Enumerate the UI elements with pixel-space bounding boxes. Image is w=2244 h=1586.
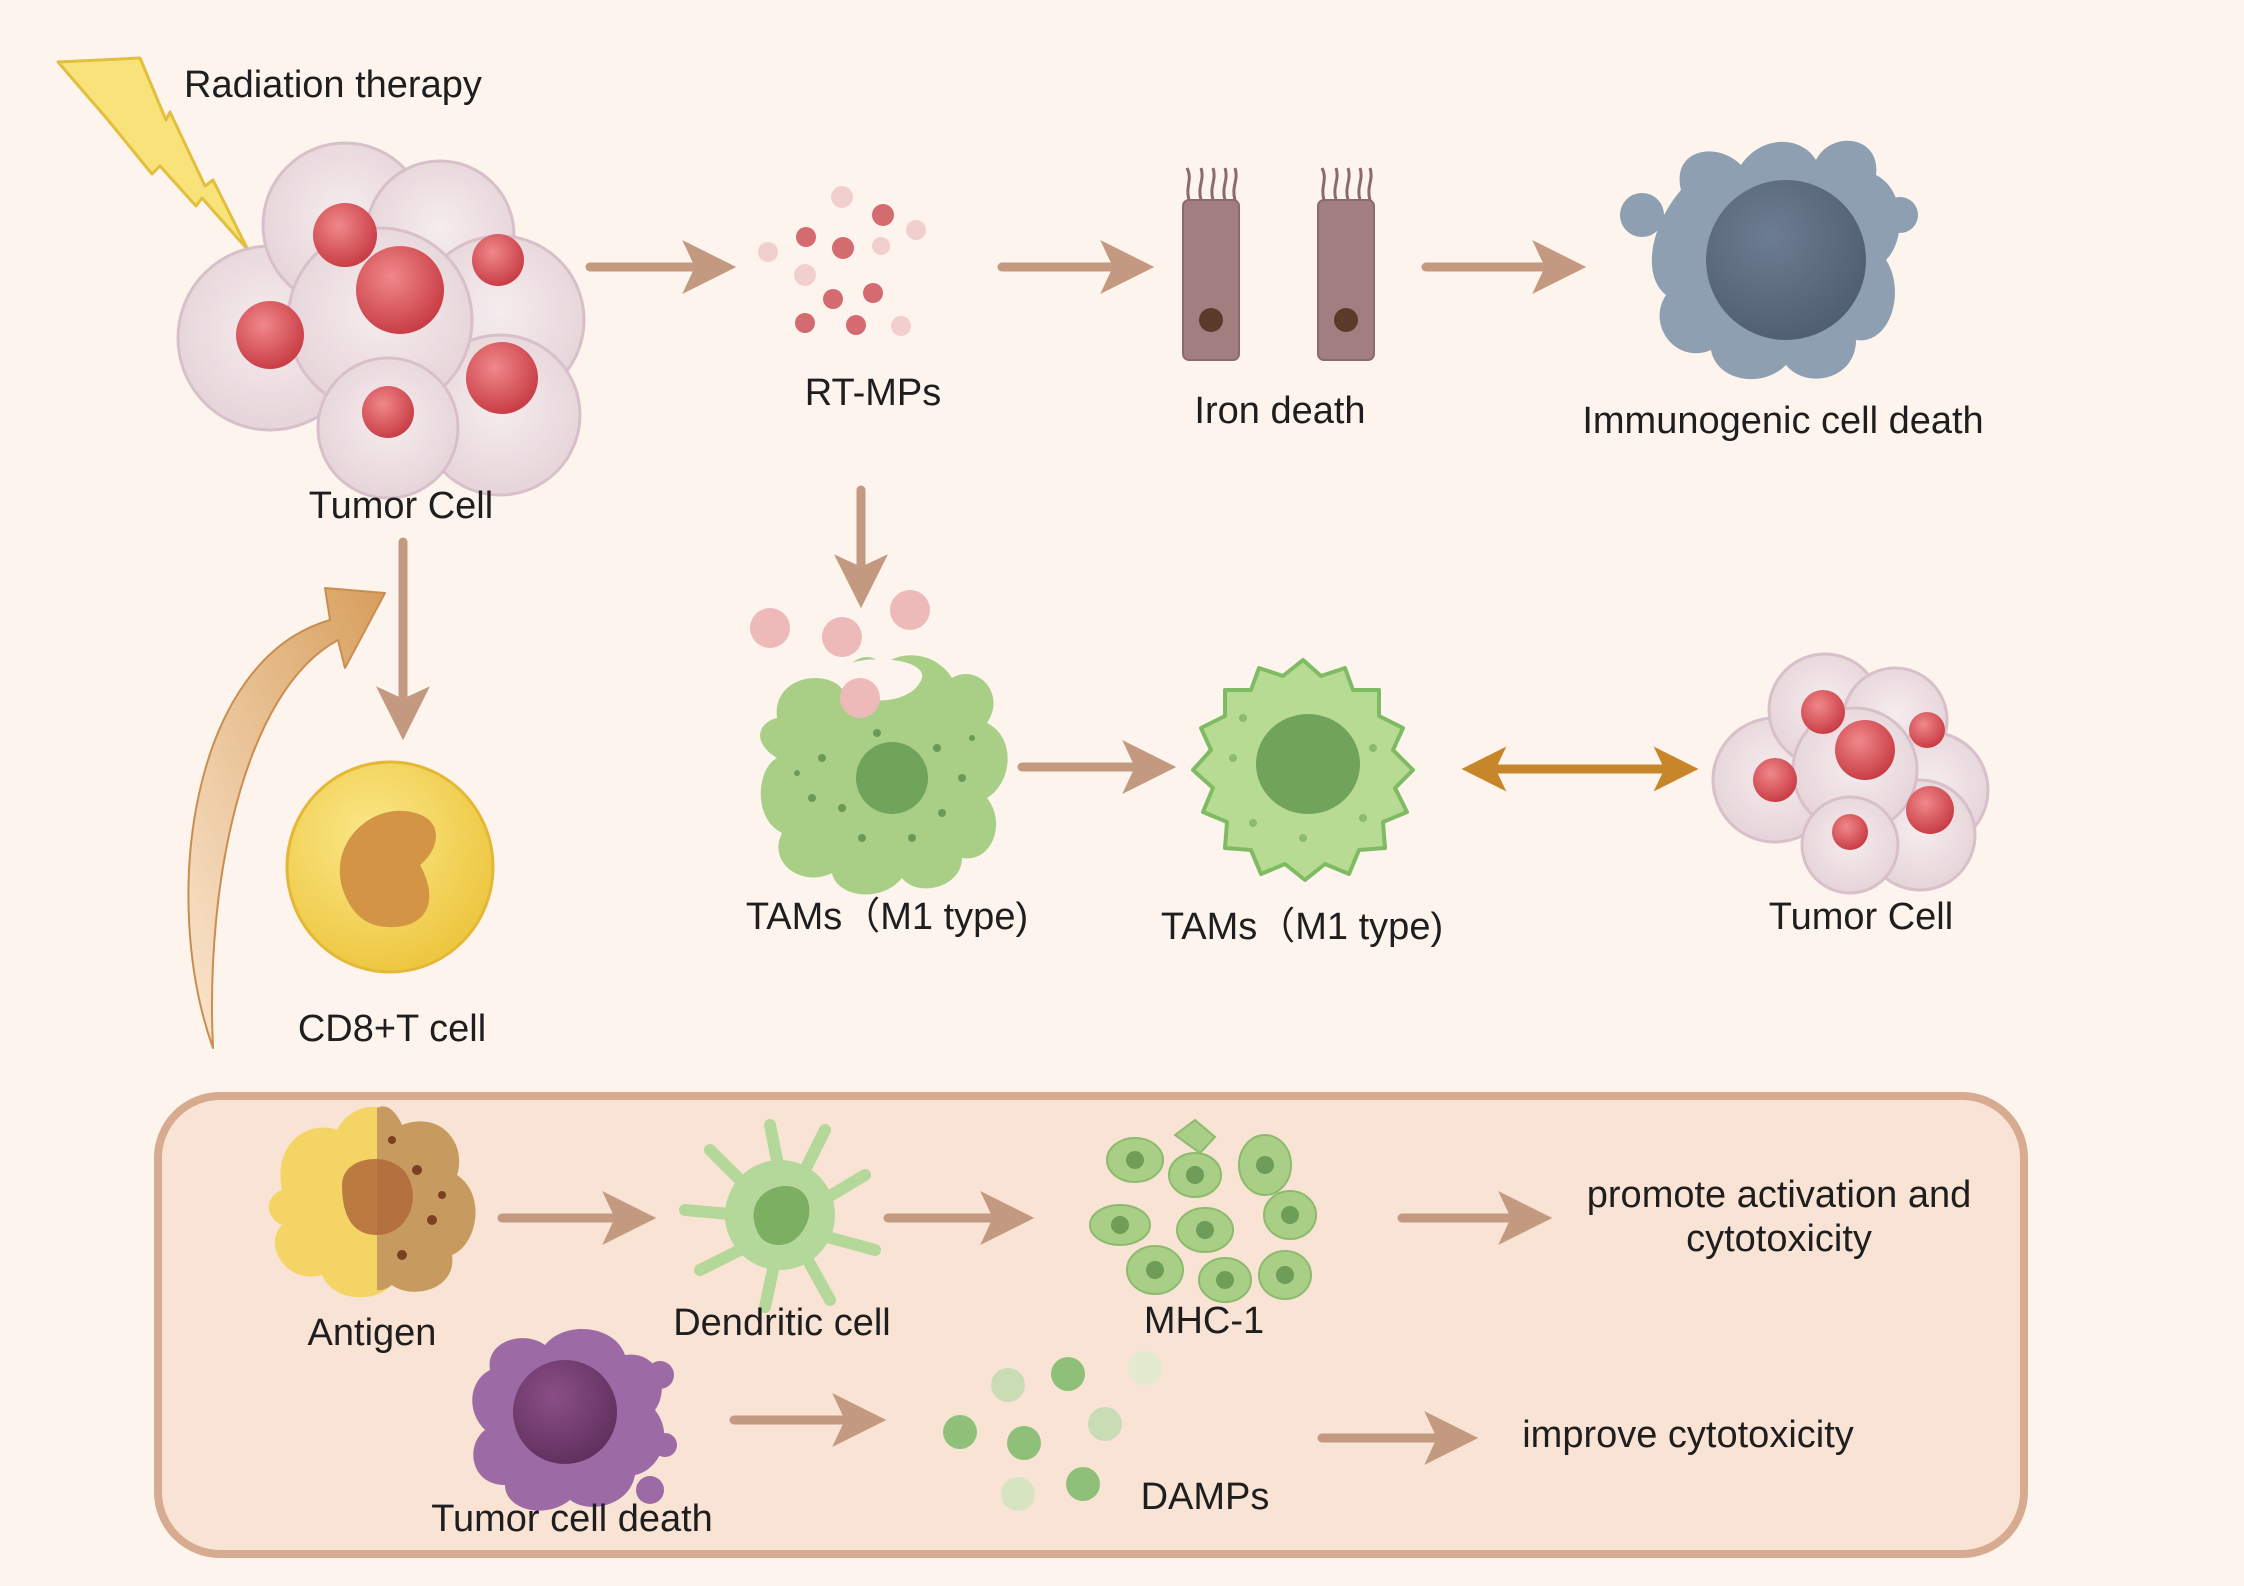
macrophage-icon [760,655,1008,895]
epithelial-cell-icon [1317,167,1375,361]
label-mhc-1: MHC-1 [1143,1300,1265,1342]
t-cell-icon [285,760,495,974]
label-rt-mps: RT-MPs [804,372,942,414]
tumor-cell-cluster-icon [1711,652,1990,895]
label-immunogenic-cell-death: Immunogenic cell death [1582,400,1984,442]
macrophage-icon [1191,658,1415,882]
label-tams-m1-second: TAMs（M1 type) [1160,906,1444,948]
damp-dots-icon [943,1351,1162,1511]
tumor-cell-cluster-icon [176,141,586,500]
label-promote-line-1: promote activation and [1586,1174,1972,1216]
label-tumor-cell-top: Tumor Cell [308,485,494,527]
label-radiation-therapy: Radiation therapy [184,64,482,106]
microparticle-dots-icon [758,186,926,336]
label-antigen: Antigen [307,1312,437,1354]
label-damps: DAMPs [1140,1476,1270,1518]
label-dendritic-cell: Dendritic cell [673,1302,891,1344]
label-cd8-t-cell: CD8+T cell [297,1008,487,1050]
epithelial-cell-icon [1182,167,1240,361]
antigen-cell-icon [268,1106,476,1298]
curved-feedback-arrow [187,587,386,1049]
label-tams-m1-first: TAMs（M1 type) [745,896,1029,938]
label-promote-line-2: cytotoxicity [1686,1217,1872,1260]
label-tumor-cell-death: Tumor cell death [431,1498,713,1540]
microparticle-dots-icon [750,590,930,657]
dendritic-cell-icon [679,1119,881,1313]
mhc-cell-group-icon [1089,1118,1317,1303]
label-iron-death: Iron death [1194,390,1366,432]
dying-tumor-cell-icon [472,1328,677,1511]
label-promote-activation: promote activation and cytotoxicity [1587,1174,1971,1261]
blebbing-cell-icon [1620,140,1918,380]
label-tumor-cell-mid: Tumor Cell [1768,896,1954,938]
label-improve-cytotoxicity: improve cytotoxicity [1522,1414,1854,1456]
